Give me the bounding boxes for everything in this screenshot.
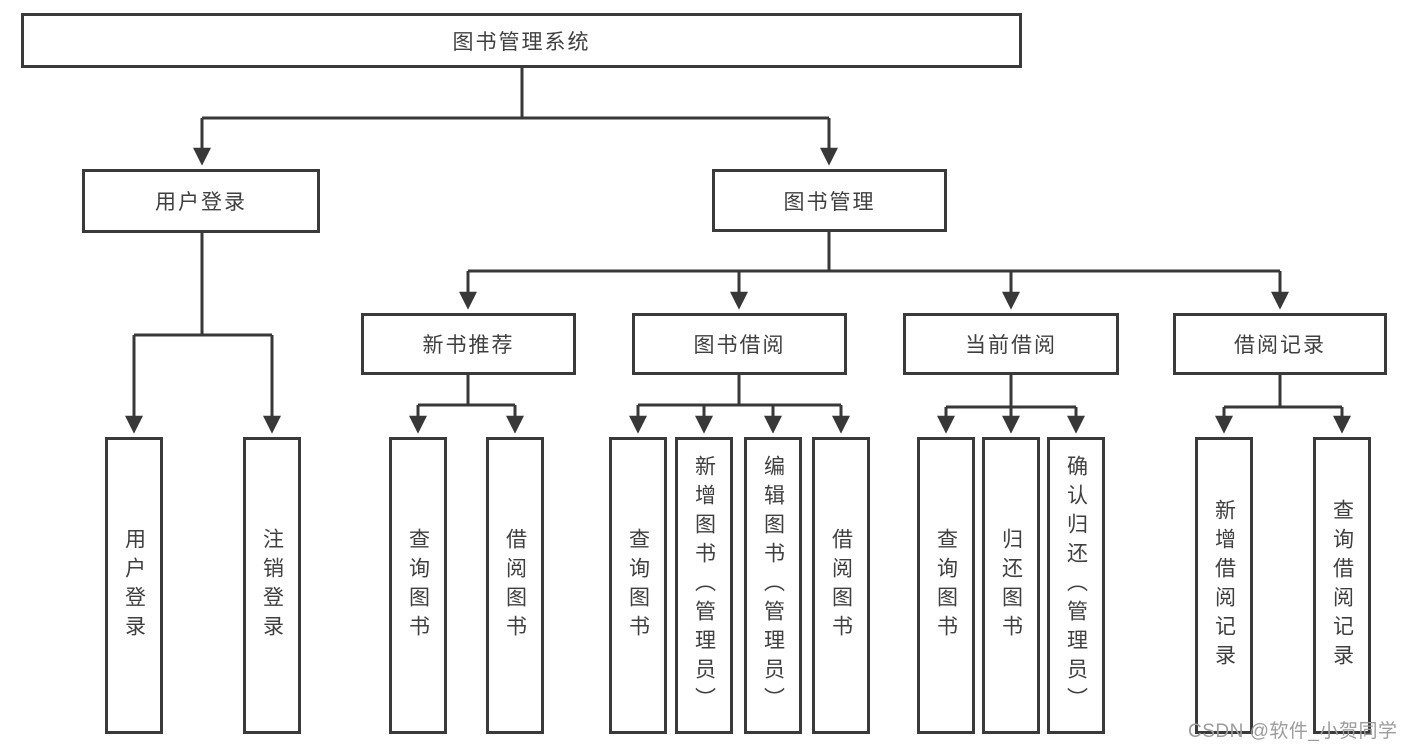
node-new-book-recommend: 新书推荐 (361, 313, 576, 375)
edge-user-login-spine (134, 233, 272, 337)
node-root: 图书管理系统 (21, 13, 1022, 68)
leaf-nbr-borrow-book-label: 借阅图书 (503, 527, 527, 644)
edge-new-book-recommend-spine (418, 375, 515, 407)
edge-book-management-spine (468, 232, 1280, 273)
leaf-cb-query-book-label: 查询图书 (934, 527, 958, 644)
leaf-bb-edit-book-admin: 编辑图书（管理员） (744, 437, 802, 734)
csdn-watermark: CSDN @软件_小贺同学 (1188, 721, 1398, 742)
leaf-bb-query-book-label: 查询图书 (626, 527, 650, 644)
leaf-bb-borrow-book-label: 借阅图书 (829, 527, 853, 644)
leaf-br-query-record-label: 查询借阅记录 (1330, 498, 1354, 673)
leaf-bb-edit-book-admin-label: 编辑图书（管理员） (761, 455, 785, 716)
leaf-nbr-query-book-label: 查询图书 (406, 527, 430, 644)
leaf-logout-label: 注销登录 (260, 527, 284, 644)
node-book-borrow: 图书借阅 (632, 313, 847, 375)
leaf-user-login: 用户登录 (105, 437, 163, 734)
leaf-bb-query-book: 查询图书 (609, 437, 667, 734)
node-book-management: 图书管理 (712, 169, 947, 232)
leaf-bb-add-book-admin-label: 新增图书（管理员） (692, 455, 716, 716)
leaf-br-add-record-label: 新增借阅记录 (1212, 498, 1236, 673)
leaf-bb-borrow-book: 借阅图书 (812, 437, 870, 734)
leaf-nbr-borrow-book: 借阅图书 (486, 437, 544, 734)
leaf-cb-confirm-return-admin-label: 确认归还（管理员） (1064, 455, 1088, 716)
node-user-login: 用户登录 (82, 169, 320, 233)
leaf-cb-return-book-label: 归还图书 (999, 527, 1023, 644)
node-current-borrow: 当前借阅 (903, 313, 1119, 375)
leaf-cb-confirm-return-admin: 确认归还（管理员） (1047, 437, 1105, 734)
edge-borrow-records-spine (1224, 375, 1342, 409)
edge-current-borrow-spine (946, 375, 1076, 409)
leaf-logout: 注销登录 (243, 437, 301, 734)
leaf-cb-return-book: 归还图书 (982, 437, 1040, 734)
leaf-cb-query-book: 查询图书 (917, 437, 975, 734)
leaf-bb-add-book-admin: 新增图书（管理员） (675, 437, 733, 734)
leaf-nbr-query-book: 查询图书 (389, 437, 447, 734)
node-borrow-records: 借阅记录 (1173, 313, 1387, 375)
leaf-user-login-label: 用户登录 (122, 527, 146, 644)
edge-book-borrow-spine (638, 375, 841, 407)
leaf-br-add-record: 新增借阅记录 (1195, 437, 1253, 734)
leaf-br-query-record: 查询借阅记录 (1313, 437, 1371, 734)
edge-root-spine (202, 68, 829, 120)
